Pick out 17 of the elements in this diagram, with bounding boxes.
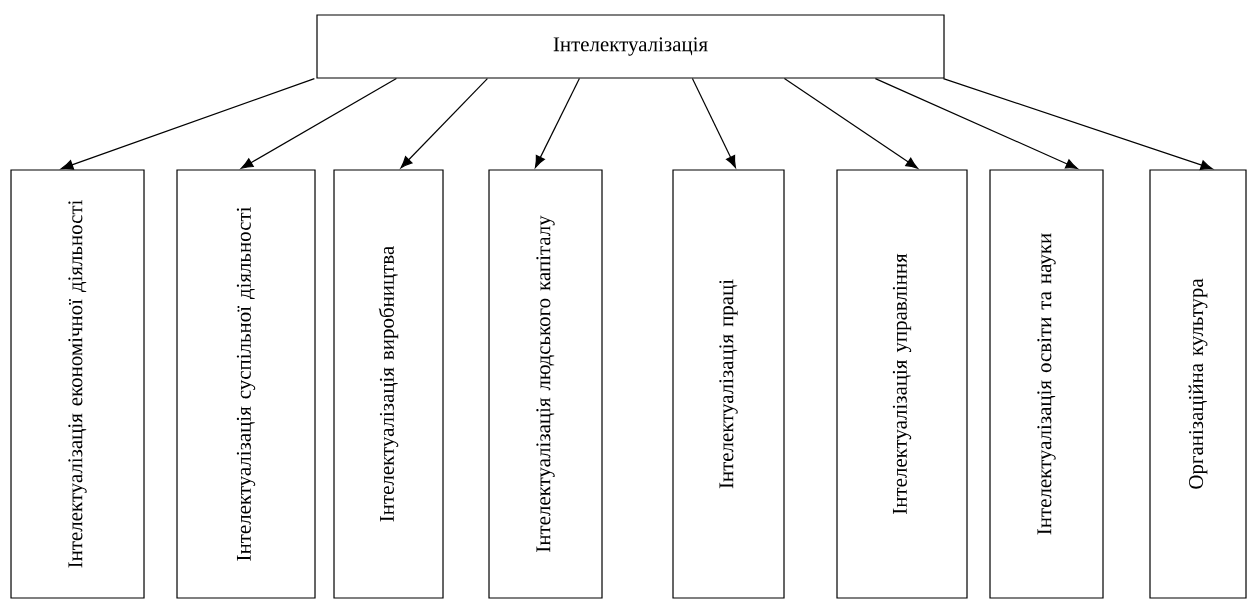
arrow — [240, 78, 397, 169]
arrow — [691, 78, 736, 168]
box: Інтелектуалізація освіти та науки — [989, 169, 1104, 599]
arrow — [874, 78, 1078, 170]
box: Інтелектуалізація — [316, 14, 945, 79]
box: Інтелектуалізація виробництва — [333, 169, 444, 599]
arrow — [400, 78, 488, 169]
arrow — [61, 78, 315, 170]
arrow — [783, 78, 919, 169]
box: Інтелектуалізація управління — [836, 169, 968, 599]
box: Інтелектуалізація економічної діяльності — [10, 169, 145, 599]
box: Організаційна культура — [1149, 169, 1247, 599]
box: Інтелектуалізація суспільної діяльності — [176, 169, 316, 599]
arrow — [534, 78, 580, 168]
box: Інтелектуалізація праці — [672, 169, 785, 599]
arrow — [942, 78, 1213, 170]
box: Інтелектуалізація людського капіталу — [488, 169, 603, 599]
